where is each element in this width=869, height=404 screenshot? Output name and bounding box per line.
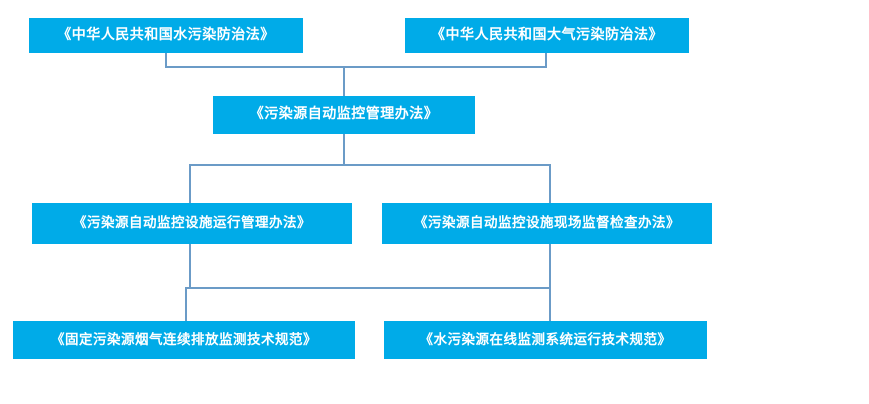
connector-n2-to-n3: [343, 52, 547, 97]
node-cems-technical-spec[interactable]: 《固定污染源烟气连续排放监测技术规范》: [13, 321, 355, 359]
connector-n3-to-n5: [343, 133, 551, 204]
node-water-online-monitoring-spec[interactable]: 《水污染源在线监测系统运行技术规范》: [384, 321, 707, 359]
node-air-pollution-law[interactable]: 《中华人民共和国大气污染防治法》: [405, 18, 689, 53]
node-facility-onsite-inspection-measures[interactable]: 《污染源自动监控设施现场监督检查办法》: [382, 203, 712, 244]
node-auto-monitoring-admin-measures[interactable]: 《污染源自动监控管理办法》: [213, 96, 475, 134]
connector-n4-to-n6: [185, 243, 191, 322]
connector-n3-to-n4: [189, 133, 345, 204]
connector-n1-to-n3: [165, 52, 345, 97]
node-water-pollution-law[interactable]: 《中华人民共和国水污染防治法》: [29, 18, 303, 53]
node-facility-operation-admin-measures[interactable]: 《污染源自动监控设施运行管理办法》: [32, 203, 352, 244]
